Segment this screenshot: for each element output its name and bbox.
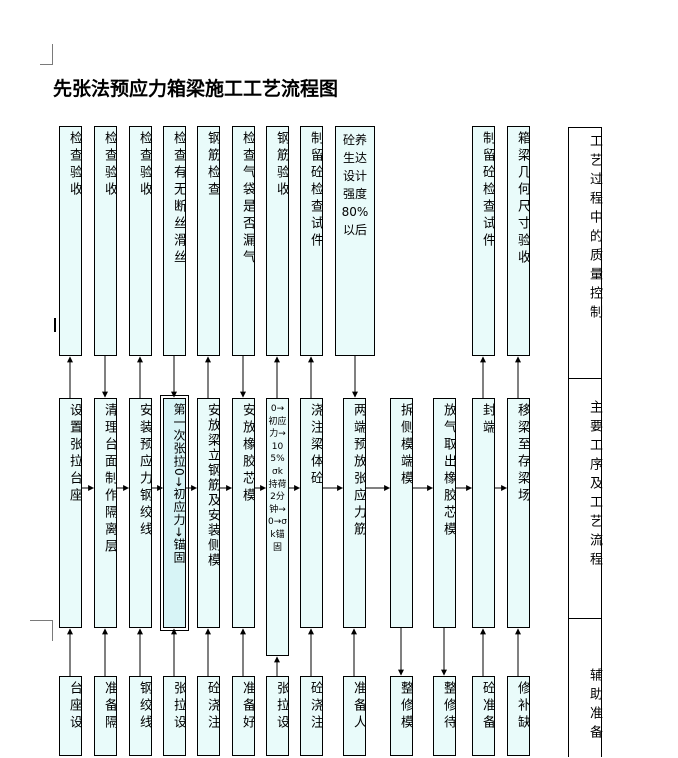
prep-text-7: 张拉设 — [274, 681, 289, 732]
check-box-8: 制留砼检查试件 — [300, 126, 323, 356]
prep-box-6: 准备好 — [232, 676, 255, 756]
step-text-12: 封端 — [480, 403, 495, 437]
check-text-9: 砼养生达设计强度80%以后 — [341, 133, 369, 237]
prep-text-12: 砼准备 — [480, 681, 495, 732]
step-box-10: 拆侧模端模 — [390, 398, 413, 628]
check-box-4: 检查有无断丝滑丝 — [163, 126, 186, 356]
prep-box-10: 整修模 — [390, 676, 413, 756]
check-text-6: 检查气袋是否漏气 — [240, 131, 255, 267]
check-box-7: 钢筋验收 — [266, 126, 289, 356]
step-box-8: 浇注梁体砼 — [300, 398, 323, 628]
prep-box-9: 准备人 — [343, 676, 366, 756]
prep-box-11: 整修待 — [433, 676, 456, 756]
side-seg-process: 主要工序及工艺流程 — [569, 378, 602, 619]
side-label-quality: 工艺过程中的质量控制 — [587, 134, 602, 324]
check-box-2: 检查验收 — [94, 126, 117, 356]
check-text-11: 箱梁几何尺寸验收 — [515, 131, 530, 267]
step-text-6: 安放橡胶芯模 — [240, 403, 255, 505]
check-text-8: 制留砼检查试件 — [308, 131, 323, 250]
crop-mark-bottom — [30, 620, 53, 641]
check-box-1: 检查验收 — [59, 126, 82, 356]
check-text-3: 检查验收 — [137, 131, 152, 199]
step-box-3: 安装预应力钢绞线 — [129, 398, 152, 628]
check-box-5: 钢筋检查 — [197, 126, 220, 356]
step-box-2: 清理台面制作隔离层 — [94, 398, 117, 628]
step-text-13: 移梁至存梁场 — [515, 403, 530, 505]
step-box-11: 放气取出橡胶芯模 — [433, 398, 456, 628]
step-text-10: 拆侧模端模 — [398, 403, 413, 488]
step-text-5: 安放梁立钢筋及安装侧模 — [205, 403, 220, 568]
check-text-4: 检查有无断丝滑丝 — [171, 131, 186, 267]
prep-text-11: 整修待 — [441, 681, 456, 732]
step-box-1: 设置张拉台座 — [59, 398, 82, 628]
prep-box-2: 准备隔 — [94, 676, 117, 756]
step-box-4: 第一次张拉0→初应力→锚固 — [160, 395, 189, 631]
prep-box-13: 修补缺 — [507, 676, 530, 756]
crop-mark-top — [40, 44, 53, 65]
step-box-12: 封端 — [472, 398, 495, 628]
step-text-3: 安装预应力钢绞线 — [137, 403, 152, 539]
prep-text-2: 准备隔 — [102, 681, 117, 732]
prep-box-3: 钢绞线 — [129, 676, 152, 756]
side-label-aux: 辅助准备 — [587, 668, 602, 744]
step-text-9: 两端预放张应力筋 — [351, 403, 366, 539]
prep-text-4: 张拉设 — [171, 681, 186, 732]
step-box-5: 安放梁立钢筋及安装侧模 — [197, 398, 220, 628]
prep-box-4: 张拉设 — [163, 676, 186, 756]
check-text-10: 制留砼检查试件 — [480, 131, 495, 250]
step-text-1: 设置张拉台座 — [67, 403, 82, 505]
step-text-2: 清理台面制作隔离层 — [102, 403, 117, 556]
check-text-1: 检查验收 — [67, 131, 82, 199]
step-box-7: 0→初应力→105%σk持荷2分钟→0→σk锚固 — [266, 398, 289, 656]
prep-text-13: 修补缺 — [515, 681, 530, 732]
prep-box-7: 张拉设 — [266, 676, 289, 756]
prep-text-8: 砼浇注 — [308, 681, 323, 732]
side-seg-aux: 辅助准备 — [569, 618, 602, 758]
check-box-11: 箱梁几何尺寸验收 — [507, 126, 530, 356]
step-text-11: 放气取出橡胶芯模 — [441, 403, 456, 539]
step-box-6: 安放橡胶芯模 — [232, 398, 255, 628]
check-box-10: 制留砼检查试件 — [472, 126, 495, 356]
side-label-column: 工艺过程中的质量控制 主要工序及工艺流程 辅助准备 — [568, 127, 602, 757]
text-cursor — [54, 318, 56, 332]
prep-text-3: 钢绞线 — [137, 681, 152, 732]
prep-box-5: 砼浇注 — [197, 676, 220, 756]
prep-box-1: 台座设 — [59, 676, 82, 756]
step-box-13: 移梁至存梁场 — [507, 398, 530, 628]
page-title: 先张法预应力箱梁施工工艺流程图 — [53, 78, 339, 100]
check-box-6: 检查气袋是否漏气 — [232, 126, 255, 356]
check-text-5: 钢筋检查 — [205, 131, 220, 199]
check-box-9: 砼养生达设计强度80%以后 — [335, 126, 375, 356]
check-box-3: 检查验收 — [129, 126, 152, 356]
prep-box-8: 砼浇注 — [300, 676, 323, 756]
prep-text-9: 准备人 — [351, 681, 366, 732]
step-text-4: 第一次张拉0→初应力→锚固 — [172, 403, 186, 564]
check-text-2: 检查验收 — [102, 131, 117, 199]
step-box-9: 两端预放张应力筋 — [343, 398, 366, 628]
prep-text-1: 台座设 — [67, 681, 82, 732]
prep-box-12: 砼准备 — [472, 676, 495, 756]
check-text-7: 钢筋验收 — [274, 131, 289, 199]
step-text-8: 浇注梁体砼 — [308, 403, 323, 488]
side-seg-quality: 工艺过程中的质量控制 — [569, 128, 602, 379]
prep-text-6: 准备好 — [240, 681, 255, 732]
prep-text-10: 整修模 — [398, 681, 413, 732]
step-text-7: 0→初应力→105%σk持荷2分钟→0→σk锚固 — [268, 404, 287, 553]
prep-text-5: 砼浇注 — [205, 681, 220, 732]
side-label-process: 主要工序及工艺流程 — [587, 400, 602, 571]
